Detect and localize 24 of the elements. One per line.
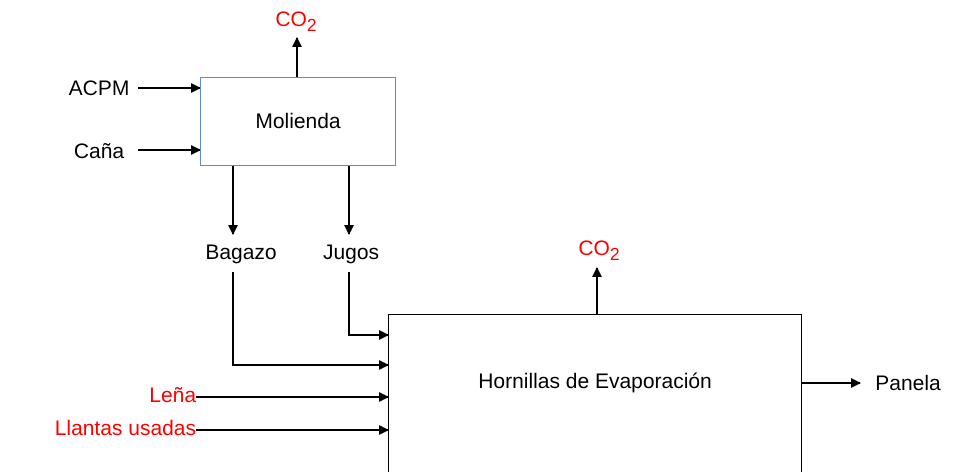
process-label: Hornillas de Evaporación <box>478 370 712 394</box>
arrow <box>138 83 201 93</box>
arrow <box>802 378 861 388</box>
process-box <box>200 77 396 166</box>
flow-label: ACPM <box>68 77 130 101</box>
flow-label: CO$_{2}$ <box>578 236 620 266</box>
flow-label: Jugos <box>322 241 380 265</box>
arrow <box>348 272 389 340</box>
process-box <box>388 314 802 472</box>
arrow <box>196 425 389 435</box>
arrow <box>344 166 354 235</box>
flow-label: Leña <box>149 384 196 408</box>
arrow <box>138 145 201 155</box>
flow-label: Bagazo <box>205 241 277 265</box>
arrow <box>592 267 602 314</box>
arrow <box>292 37 302 77</box>
process-label: Molienda <box>255 110 341 134</box>
flow-label: Caña <box>74 140 124 164</box>
flow-label: CO$_{2}$ <box>275 8 317 36</box>
flow-label: Panela <box>875 372 941 396</box>
arrow <box>196 392 389 402</box>
arrow <box>228 166 238 235</box>
flow-label: Llantas usadas <box>54 417 196 441</box>
arrow <box>232 272 389 370</box>
